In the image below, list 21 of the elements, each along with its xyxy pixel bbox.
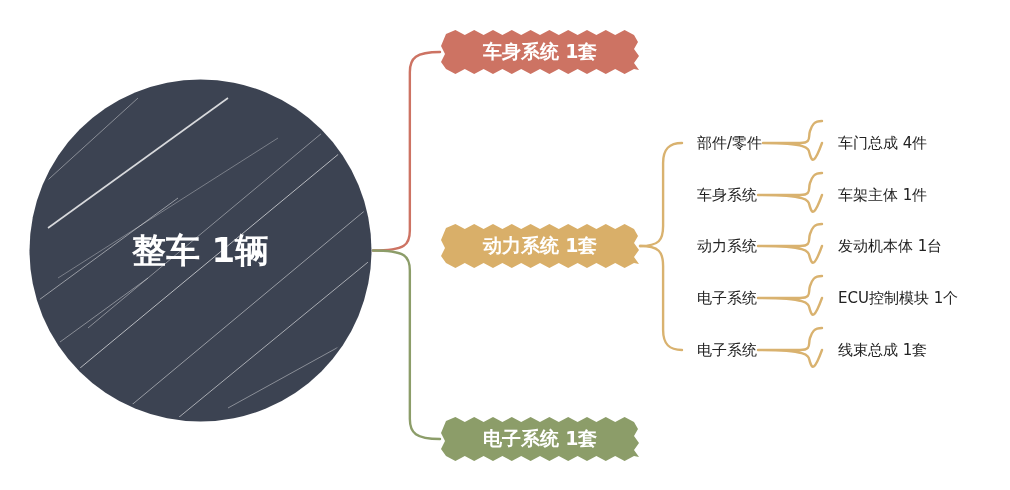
center-title: 整车 1辆 [131,228,270,272]
item-label: 发动机本体 1台 [838,236,943,256]
item-label: 线束总成 1套 [838,340,928,360]
item-label: 车架主体 1件 [838,185,928,205]
item-label: 车门总成 4件 [838,133,928,153]
brace-connector [756,274,824,316]
category-label: 车身系统 1套 [482,39,598,64]
brace-connector [756,171,824,213]
system-label: 动力系统 [697,236,757,256]
brace-connector [761,119,824,161]
system-label: 电子系统 [697,288,757,308]
system-label: 车身系统 [697,185,757,205]
system-label: 部件/零件 [697,133,763,153]
item-label: ECU控制模块 1个 [838,288,959,308]
category-label: 电子系统 1套 [482,426,598,451]
brace-connector [371,249,442,441]
category-label: 动力系统 1套 [482,233,598,258]
brace-connector [638,244,684,352]
system-label: 电子系统 [697,340,757,360]
brace-connector [756,222,824,264]
brace-connector [756,326,824,368]
